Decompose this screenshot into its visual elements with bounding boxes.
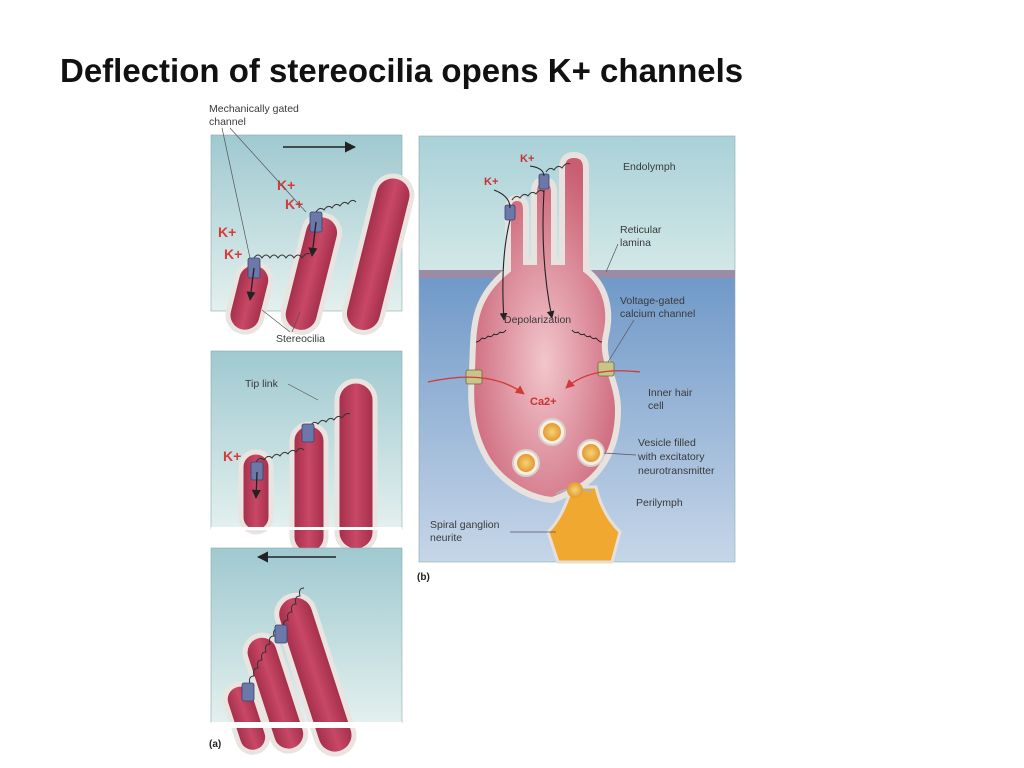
panel-a2-resting: K+ Tip link [210, 350, 403, 557]
label-mechanically-gated: Mechanically gated [209, 103, 299, 115]
label-inner-hair: Inner hair [648, 387, 693, 399]
k-ion-label: K+ [484, 176, 498, 188]
k-ion-label: K+ [224, 246, 242, 262]
tip-link-coil [249, 627, 281, 685]
panel-a1-deflected-right: K+ K+ K+ K+ [210, 134, 415, 335]
k-ion-label: K+ [520, 153, 534, 165]
panel-a-id: (a) [209, 739, 221, 750]
spiral-ganglion-neurite [546, 485, 622, 564]
panel-b-id: (b) [417, 572, 430, 583]
stereocilium-tall [341, 173, 415, 335]
k-ion-label: K+ [223, 448, 241, 464]
slide-title: Deflection of stereocilia opens K+ chann… [60, 52, 744, 89]
closed-k-channel [241, 682, 255, 702]
stereocilium-medium [289, 421, 329, 557]
k-channel [301, 423, 315, 443]
label-vesicle-2: with excitatory [637, 451, 705, 463]
tip-link-coil [255, 447, 305, 463]
label-perilymph: Perilymph [636, 497, 683, 509]
label-neurite: neurite [430, 532, 462, 544]
label-depolarization: Depolarization [504, 314, 571, 326]
panel-b-hair-cell: K+ K+ Depolarization Ca2+ Endolymph Reti… [418, 135, 736, 564]
label-vesicle: Vesicle filled [638, 437, 696, 449]
closed-k-channel [274, 624, 288, 644]
calcium-channel-right [597, 361, 615, 377]
stereocilium-tall [274, 592, 357, 757]
panel-a3-deflected-left [210, 547, 403, 757]
label-voltage-gated: Voltage-gated [620, 295, 685, 307]
open-k-channel [538, 173, 550, 190]
label-tip-link: Tip link [245, 378, 279, 390]
k-ion-label: K+ [277, 177, 295, 193]
inner-hair-cell [468, 151, 622, 504]
label-mechanically-gated-2: channel [209, 116, 246, 128]
label-reticular: Reticular [620, 224, 662, 236]
label-lamina: lamina [620, 237, 651, 249]
k-ion-label: K+ [285, 196, 303, 212]
label-stereocilia: Stereocilia [276, 333, 325, 345]
label-calcium-channel: calcium channel [620, 308, 695, 320]
k-ion-label: K+ [218, 224, 236, 240]
label-vesicle-3: neurotransmitter [638, 465, 715, 477]
tip-link-coil [309, 413, 351, 427]
label-cell: cell [648, 400, 664, 412]
tip-link-coil [315, 199, 357, 213]
stereocilium-tall [334, 378, 378, 554]
ca-ion-label: Ca2+ [530, 396, 557, 408]
stereocilium-medium [280, 212, 343, 335]
label-endolymph: Endolymph [623, 161, 676, 173]
label-spiral-ganglion: Spiral ganglion [430, 519, 500, 531]
tip-link-coil [283, 587, 305, 629]
tip-link-coil [253, 253, 311, 259]
